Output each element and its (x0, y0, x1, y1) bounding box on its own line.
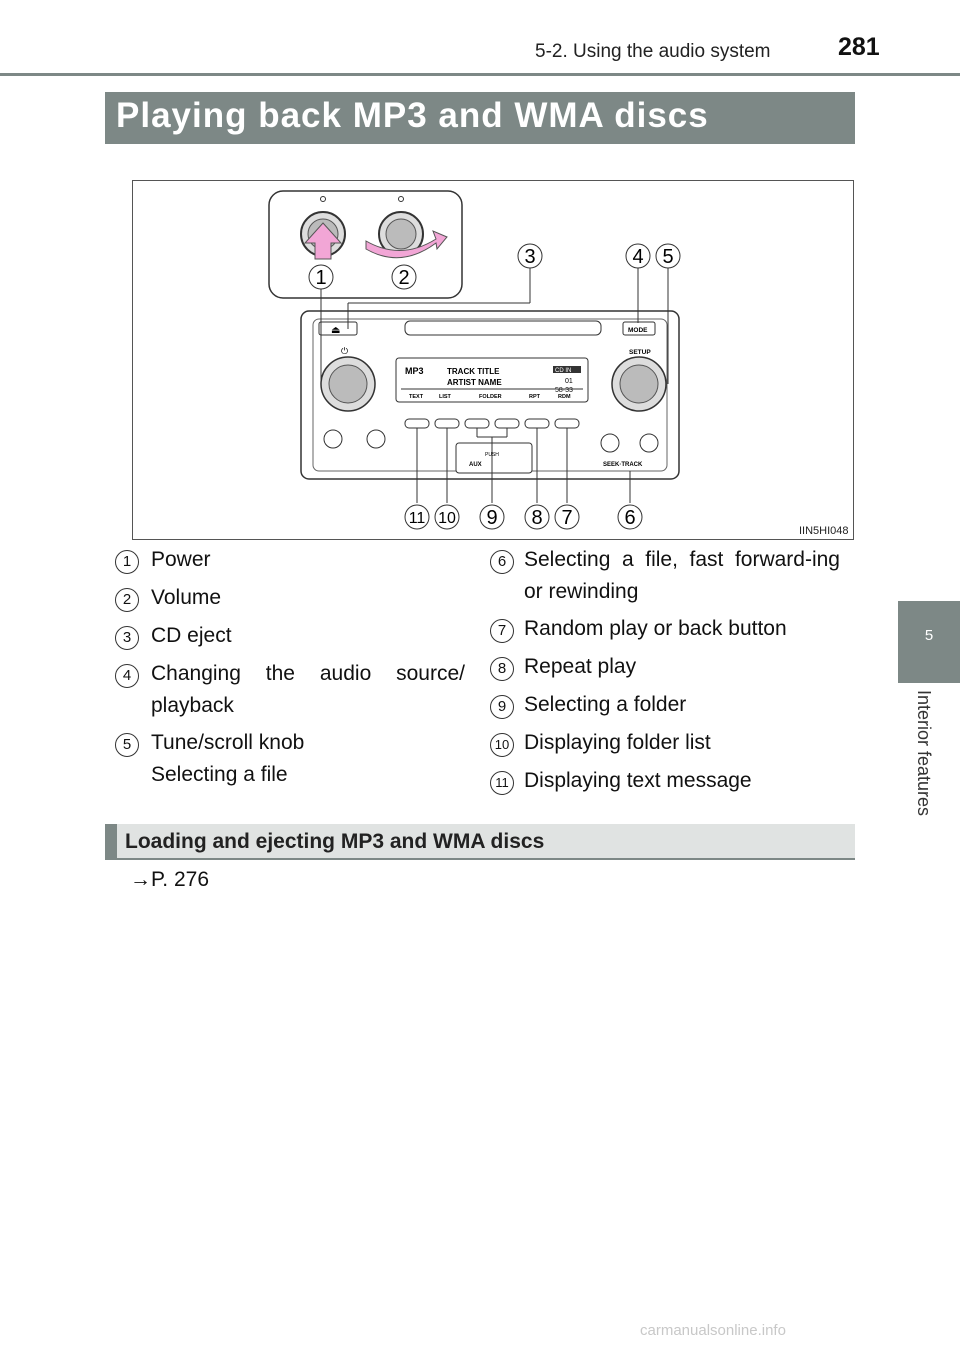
chapter-label: Interior features (914, 690, 934, 817)
display-badge: CD IN (555, 368, 571, 374)
rotate-arrow-icon (365, 230, 448, 259)
legend-num-3: 3 (115, 626, 139, 650)
page-title-bar: Playing back MP3 and WMA discs (105, 92, 855, 144)
seek-back-button (600, 433, 620, 453)
softkey-text-label: TEXT (409, 394, 424, 400)
legend-num-8: 8 (490, 657, 514, 681)
power-mark-icon: ⏻ (341, 346, 348, 356)
callout-7: 7 (561, 507, 572, 529)
legend-text-2: Volume (151, 586, 222, 609)
callout-10: 10 (438, 510, 456, 527)
softkey-list-label: LIST (439, 394, 452, 400)
softkey-rdm-label: RDM (558, 394, 571, 400)
legend-text-3: CD eject (151, 624, 232, 647)
header-rule (0, 73, 960, 76)
audio-panel-figure: ⏏ MODE SETUP ⏻ MP3 TRACK TITLE ARTIST NA… (132, 180, 854, 540)
subheading-bar: Loading and ejecting MP3 and WMA discs (105, 824, 855, 860)
callout-leaders (320, 267, 669, 503)
push-arrow-icon (303, 222, 343, 260)
seek-forward-button (639, 433, 659, 453)
aux-label: AUX (469, 462, 482, 468)
display-logo: MP3 (405, 366, 424, 376)
watermark: carmanualsonline.info (640, 1322, 786, 1339)
legend-text-10: Displaying folder list (524, 731, 711, 754)
legend-text-9: Selecting a folder (524, 693, 687, 716)
display-track-number: 01 (565, 378, 573, 385)
legend-num-7: 7 (490, 619, 514, 643)
callout-2: 2 (398, 267, 409, 289)
legend-text-5b: Selecting a file (151, 763, 288, 786)
callout-8: 8 (531, 507, 542, 529)
header-section-title: 5-2. Using the audio system (535, 41, 771, 62)
legend-num-2: 2 (115, 588, 139, 612)
display-artist-name: ARTIST NAME (447, 378, 502, 387)
callout-3: 3 (524, 246, 535, 268)
legend-text-4: Changing the audio source/ playback (151, 662, 465, 717)
mode-button (622, 321, 656, 336)
page-reference-link[interactable]: →P. 276 (130, 868, 210, 891)
display-screen (395, 357, 589, 403)
softkey-rpt-label: RPT (529, 394, 541, 400)
seek-track-label: SEEK·TRACK (603, 462, 643, 468)
hangup-button (366, 429, 386, 449)
audio-panel-illustration: ⏏ MODE SETUP ⏻ MP3 TRACK TITLE ARTIST NA… (268, 190, 681, 530)
legend-num-6: 6 (490, 550, 514, 574)
callout-4: 4 (632, 246, 643, 268)
legend-num-11: 11 (490, 771, 514, 795)
callout-6: 6 (624, 507, 635, 529)
setup-label: SETUP (629, 349, 651, 356)
legend-text-5a: Tune/scroll knob (151, 731, 305, 754)
page-title: Playing back MP3 and WMA discs (116, 96, 709, 135)
legend-num-4: 4 (115, 664, 139, 688)
legend-text-1: Power (151, 548, 211, 571)
callout-11: 11 (409, 510, 426, 527)
legend-num-5: 5 (115, 733, 139, 757)
legend-num-10: 10 (490, 733, 514, 757)
chapter-tab: 5 (898, 601, 960, 683)
legend-text-6: Selecting a file, fast forward-ing or re… (524, 548, 840, 603)
page-number: 281 (838, 33, 880, 61)
legend-text-7: Random play or back button (524, 617, 787, 640)
legend-text-8: Repeat play (524, 655, 637, 678)
subheading: Loading and ejecting MP3 and WMA discs (125, 830, 545, 853)
legend-text-11: Displaying text message (524, 769, 752, 792)
callout-1: 1 (315, 267, 326, 289)
callout-numbers: 1 2 3 4 5 6 7 8 9 10 11 (308, 243, 681, 530)
softkey-folder-label: FOLDER (479, 394, 502, 400)
figure-id: IIN5HI048 (799, 525, 849, 537)
cd-slot (404, 320, 602, 336)
eject-icon: ⏏ (331, 325, 340, 336)
legend-num-9: 9 (490, 695, 514, 719)
display-track-title: TRACK TITLE (447, 367, 500, 376)
call-button (323, 429, 343, 449)
display-time: 58·33 (555, 387, 573, 394)
aux-usb-cover (455, 442, 533, 474)
callout-9: 9 (486, 507, 497, 529)
callout-5: 5 (662, 246, 673, 268)
legend-num-1: 1 (115, 550, 139, 574)
mode-label: MODE (628, 327, 648, 334)
